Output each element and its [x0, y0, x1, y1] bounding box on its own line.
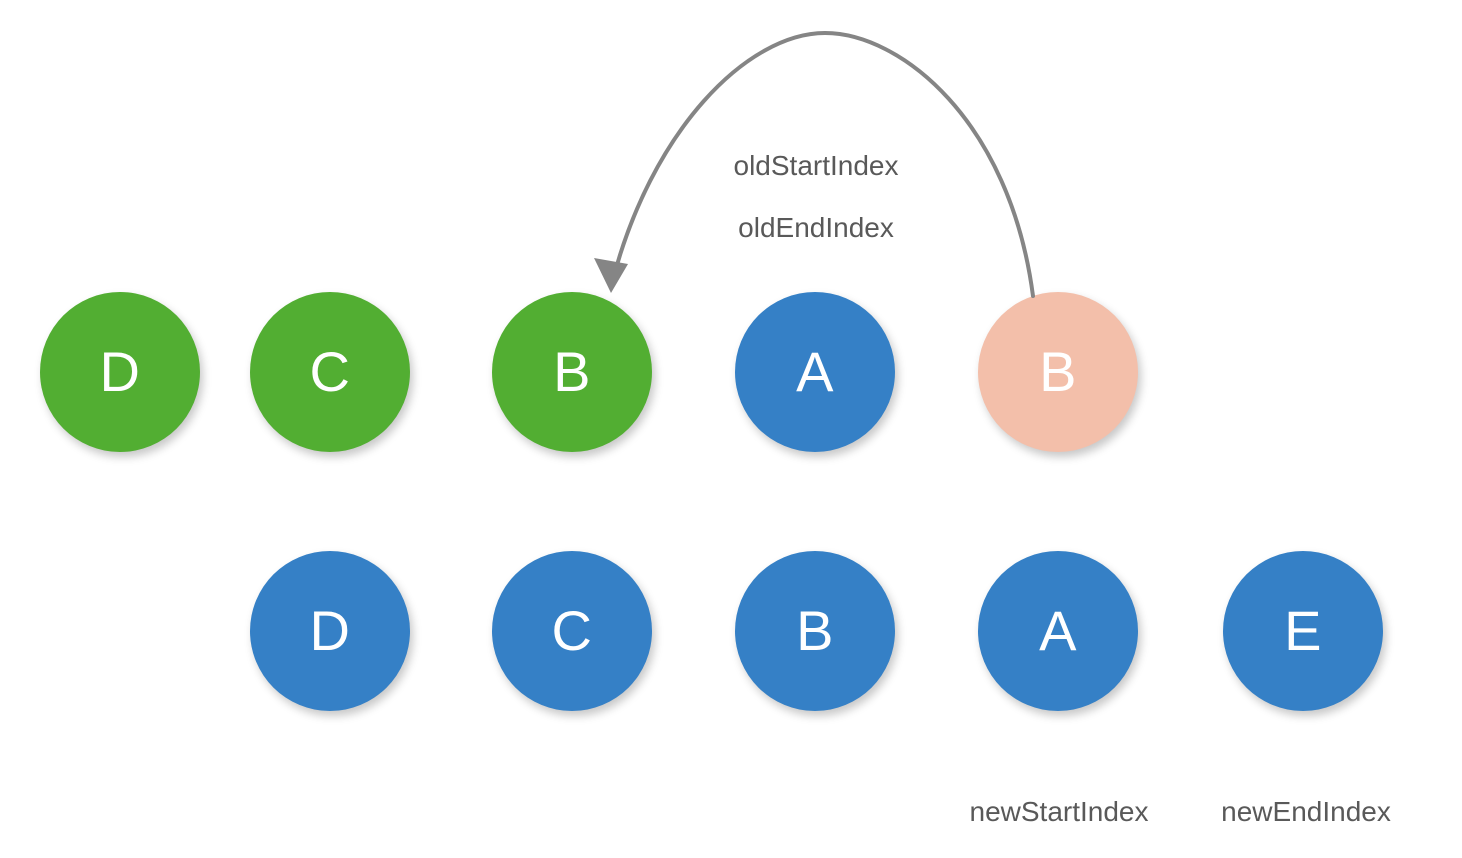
node-label: B	[553, 340, 591, 403]
move-arrow-head	[594, 258, 628, 293]
old-node-3[interactable]: A	[735, 292, 895, 452]
new-node-0[interactable]: D	[250, 551, 410, 711]
node-label: B	[796, 599, 834, 662]
caption-old-start-index: oldStartIndex	[733, 150, 899, 181]
caption-old-end-index: oldEndIndex	[738, 212, 894, 243]
old-node-4[interactable]: B	[978, 292, 1138, 452]
node-label: C	[309, 340, 351, 403]
node-label: A	[796, 340, 834, 403]
old-node-0[interactable]: D	[40, 292, 200, 452]
node-label: C	[551, 599, 593, 662]
new-node-1[interactable]: C	[492, 551, 652, 711]
node-label: D	[309, 599, 351, 662]
node-label: D	[99, 340, 141, 403]
new-node-2[interactable]: B	[735, 551, 895, 711]
node-label: A	[1039, 599, 1077, 662]
caption-new-start-index: newStartIndex	[969, 796, 1149, 827]
old-node-1[interactable]: C	[250, 292, 410, 452]
old-node-2[interactable]: B	[492, 292, 652, 452]
node-label: E	[1284, 599, 1322, 662]
new-node-3[interactable]: A	[978, 551, 1138, 711]
node-label: B	[1039, 340, 1077, 403]
new-node-4[interactable]: E	[1223, 551, 1383, 711]
caption-new-end-index: newEndIndex	[1221, 796, 1391, 827]
